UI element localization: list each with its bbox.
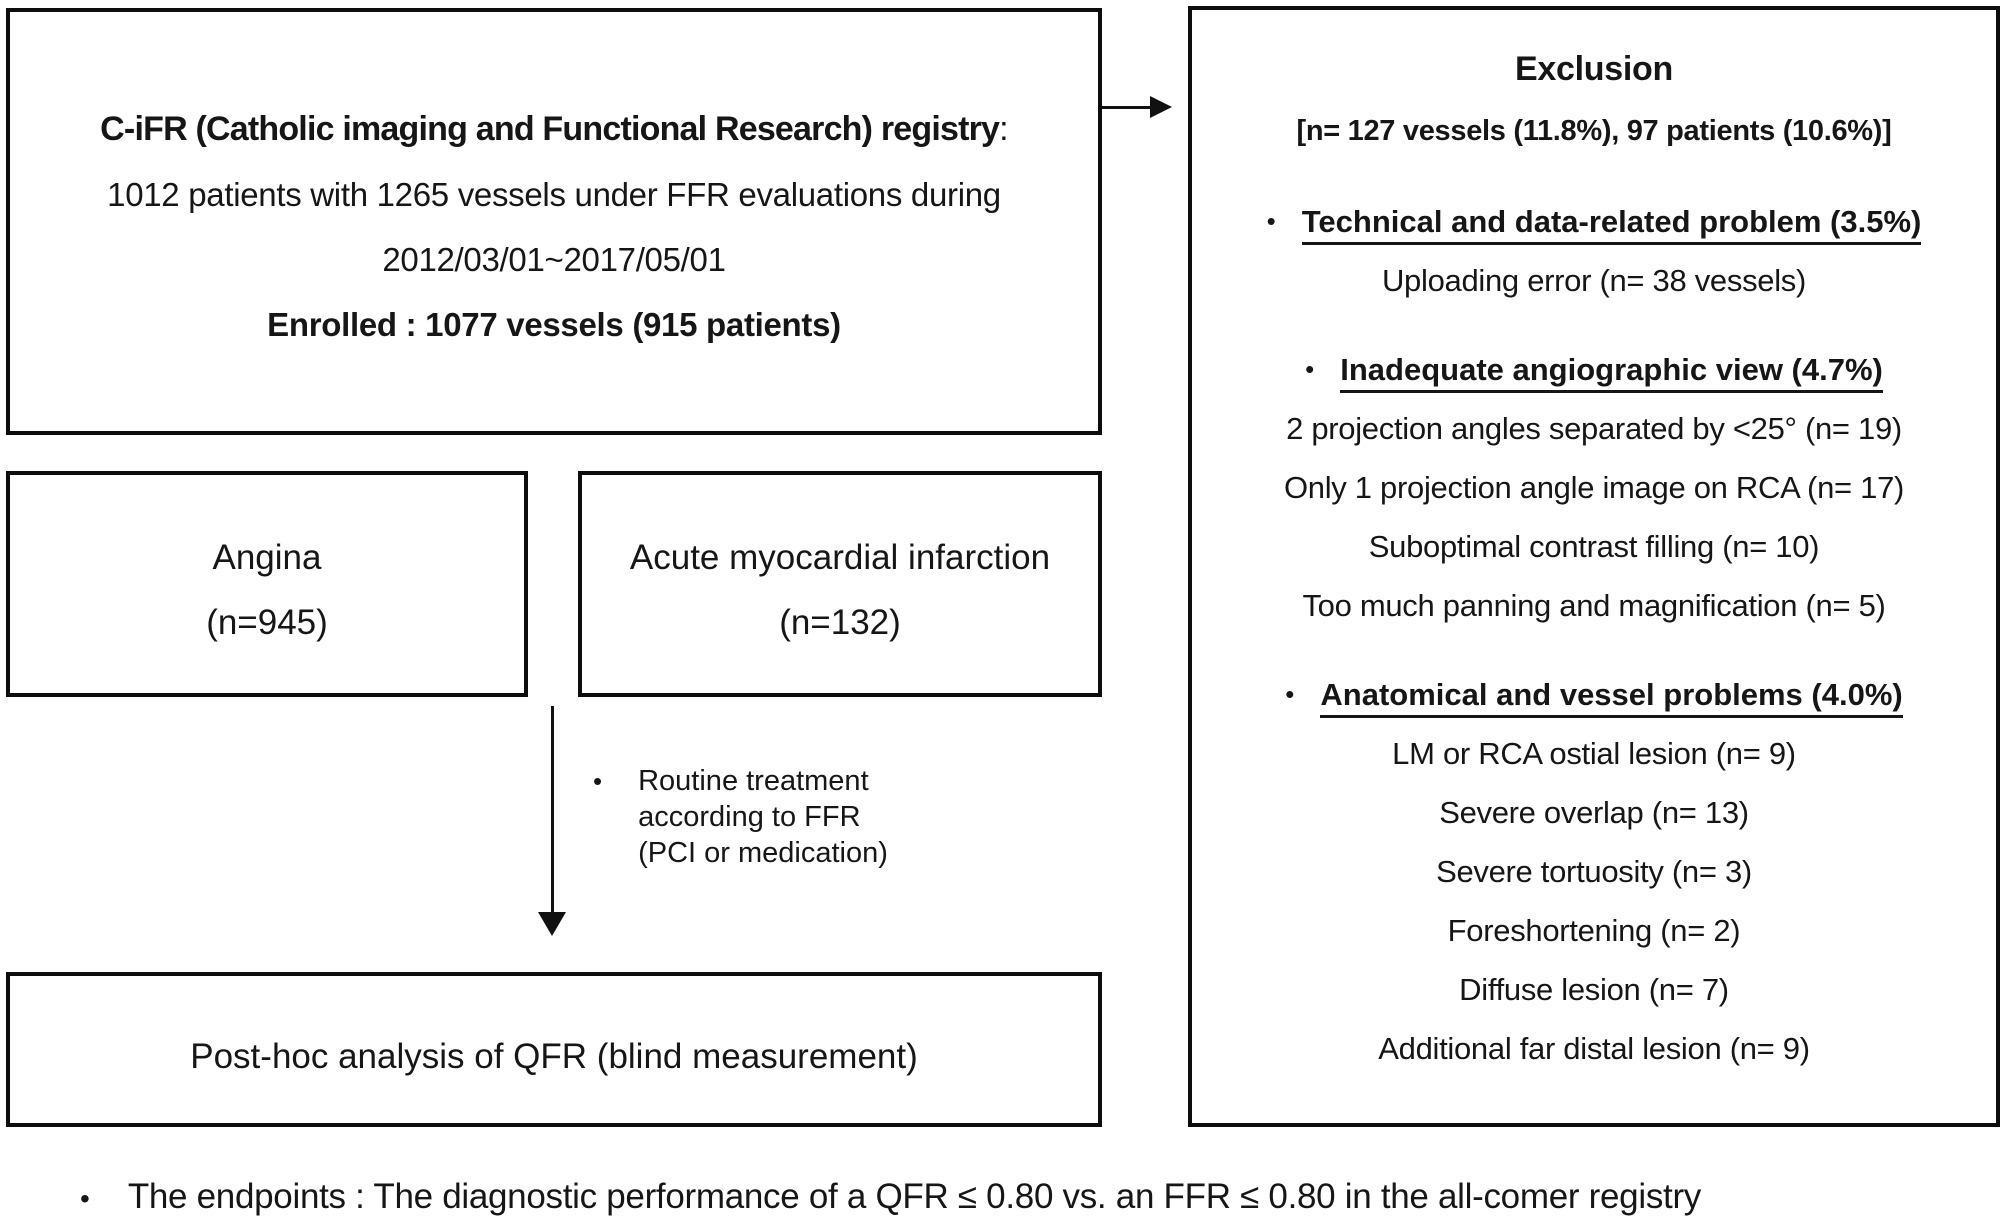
registry-date-range: 2012/03/01~2017/05/01	[382, 240, 726, 278]
exclusion-item: Foreshortening (n= 2)	[1447, 913, 1741, 948]
bullet-icon: •	[80, 1183, 90, 1214]
exclusion-section-header-text: Inadequate angiographic view (4.7%)	[1340, 352, 1883, 393]
exclusion-item: Suboptimal contrast filling (n= 10)	[1368, 529, 1820, 564]
posthoc-box: Post-hoc analysis of QFR (blind measurem…	[6, 972, 1102, 1127]
bullet-icon: •	[1285, 679, 1295, 709]
routine-treatment-note: • Routine treatment according to FFR (PC…	[593, 763, 888, 871]
exclusion-item: Additional far distal lesion (n= 9)	[1378, 1031, 1810, 1066]
arrow-down-line	[551, 706, 554, 914]
ami-label: Acute myocardial infarction	[629, 538, 1051, 577]
bullet-icon: •	[593, 766, 603, 796]
registry-title: C-iFR (Catholic imaging and Functional R…	[10, 97, 1098, 162]
bullet-icon: •	[1266, 206, 1276, 236]
exclusion-section-technical: • Technical and data-related problem (3.5…	[1200, 192, 1988, 310]
exclusion-section-header: • Anatomical and vessel problems (4.0%)	[1200, 665, 1988, 724]
arrow-right-line	[1102, 106, 1154, 109]
registry-title-text: C-iFR (Catholic imaging and Functional R…	[100, 109, 1000, 148]
ami-box: Acute myocardial infarction (n=132)	[578, 471, 1102, 697]
exclusion-item: 2 projection angles separated by <25° (n…	[1286, 411, 1902, 446]
angina-count: (n=945)	[206, 603, 328, 642]
exclusion-item: Diffuse lesion (n= 7)	[1459, 972, 1729, 1007]
exclusion-box: Exclusion [n= 127 vessels (11.8%), 97 pa…	[1188, 6, 2000, 1127]
exclusion-subtitle: [n= 127 vessels (11.8%), 97 patients (10…	[1296, 115, 1892, 147]
angina-box: Angina (n=945)	[6, 471, 528, 697]
exclusion-item: LM or RCA ostial lesion (n= 9)	[1392, 736, 1796, 771]
bullet-icon: •	[1305, 354, 1315, 384]
exclusion-item: Too much panning and magnification (n= 5…	[1302, 588, 1886, 623]
exclusion-item: Only 1 projection angle image on RCA (n=…	[1283, 470, 1905, 505]
registry-population-line: 1012 patients with 1265 vessels under FF…	[107, 175, 1001, 213]
exclusion-section-header: • Technical and data-related problem (3.5…	[1200, 192, 1988, 251]
routine-treatment-line: (PCI or medication)	[638, 837, 888, 869]
endpoint-note: • The endpoints : The diagnostic perform…	[80, 1176, 1701, 1218]
exclusion-section-angiographic: • Inadequate angiographic view (4.7%) 2 p…	[1200, 340, 1988, 635]
exclusion-title: Exclusion	[1515, 50, 1673, 88]
ami-count: (n=132)	[779, 603, 901, 642]
posthoc-label: Post-hoc analysis of QFR (blind measurem…	[190, 1036, 918, 1076]
routine-treatment-line: according to FFR	[638, 801, 861, 833]
endpoint-text: The endpoints : The diagnostic performan…	[127, 1177, 1701, 1216]
arrow-right-icon	[1150, 96, 1172, 118]
registry-box: C-iFR (Catholic imaging and Functional R…	[6, 8, 1102, 435]
angina-label: Angina	[212, 538, 322, 577]
exclusion-section-header-text: Technical and data-related problem (3.5%…	[1301, 204, 1922, 245]
exclusion-section-header-text: Anatomical and vessel problems (4.0%)	[1320, 677, 1903, 718]
registry-title-colon: :	[999, 109, 1008, 148]
exclusion-item: Severe overlap (n= 13)	[1439, 795, 1749, 830]
registry-enrolled-line: Enrolled : 1077 vessels (915 patients)	[267, 305, 841, 343]
routine-treatment-lines: Routine treatment according to FFR (PCI …	[638, 763, 888, 871]
exclusion-item: Severe tortuosity (n= 3)	[1436, 854, 1752, 889]
exclusion-section-anatomical: • Anatomical and vessel problems (4.0%) L…	[1200, 665, 1988, 1078]
exclusion-item: Uploading error (n= 38 vessels)	[1381, 263, 1807, 298]
exclusion-section-header: • Inadequate angiographic view (4.7%)	[1200, 340, 1988, 399]
routine-treatment-line: Routine treatment	[638, 765, 869, 797]
arrow-down-icon	[538, 912, 566, 936]
